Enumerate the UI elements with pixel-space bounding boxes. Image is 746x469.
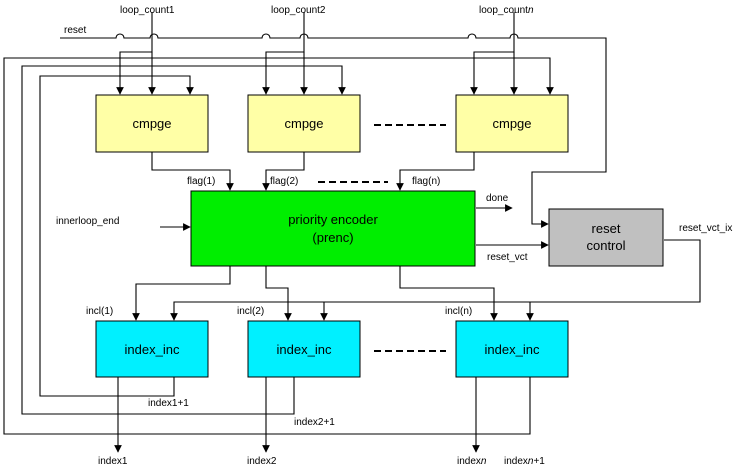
incln-wire	[399, 266, 498, 321]
index2-label: index2	[247, 456, 277, 467]
index-inc-block-2: index_inc	[247, 320, 361, 378]
innerloop-end-label: innerloop_end	[56, 216, 119, 227]
flagn-wire	[396, 152, 475, 191]
index1p1-feedback	[39, 75, 194, 397]
encoder-title: priority encoder	[288, 212, 378, 227]
loop-countn-wire-a	[470, 12, 515, 95]
flag1-label: flag(1)	[187, 176, 215, 187]
loop-count2-wire-a	[262, 12, 305, 95]
index1p1-label: index1+1	[148, 398, 189, 409]
cmpge-label-2: cmpge	[284, 116, 323, 131]
loop-count1-label: loop_count1	[120, 5, 175, 16]
index-inc-label-n: index_inc	[485, 342, 540, 357]
flag1-wire	[151, 152, 234, 191]
flag2-wire	[262, 152, 305, 191]
cmpge-block-1: cmpge	[95, 94, 209, 153]
labels: reset loop_count1 loop_count2 loop_count…	[56, 5, 732, 467]
index2p1-feedback	[21, 65, 346, 415]
loop-countn-label: loop_countn	[479, 5, 534, 16]
indexn-label: indexn	[457, 456, 487, 467]
index2p1-label: index2+1	[294, 417, 335, 428]
reset-control-title: reset	[592, 221, 621, 236]
reset-vct-ix-label: reset_vct_ix	[679, 223, 732, 234]
wires	[3, 12, 701, 453]
cmpge-label-1: cmpge	[132, 116, 171, 131]
done-label: done	[486, 193, 509, 204]
cmpge-block-n: cmpge	[455, 94, 569, 153]
flag2-label: flag(2)	[270, 176, 298, 187]
reset-vct-ix-wire	[170, 239, 701, 321]
flagn-label: flag(n)	[412, 176, 440, 187]
reset-control-block: reset control	[548, 208, 664, 267]
indexnp1-label: indexn+1	[504, 456, 545, 467]
index-inc-block-1: index_inc	[95, 320, 209, 378]
cmpge-block-2: cmpge	[247, 94, 361, 153]
reset-wire	[60, 33, 607, 228]
cmpge-label-n: cmpge	[492, 116, 531, 131]
encoder-subtitle: (prenc)	[312, 230, 353, 245]
incln-label: incl(n)	[445, 306, 472, 317]
incl2-wire	[265, 266, 292, 321]
index1-label: index1	[98, 456, 128, 467]
reset-label: reset	[64, 25, 86, 36]
index-inc-label-1: index_inc	[125, 342, 180, 357]
incl1-wire	[132, 266, 231, 321]
incl1-label: incl(1)	[86, 306, 113, 317]
loop-count2-label: loop_count2	[271, 5, 326, 16]
index-inc-block-n: index_inc	[455, 320, 569, 378]
priority-encoder-block: priority encoder (prenc)	[190, 190, 476, 267]
indexnp1-feedback	[3, 57, 554, 435]
reset-vct-label: reset_vct	[487, 252, 528, 263]
index-inc-label-2: index_inc	[277, 342, 332, 357]
loop-count1-wire-a	[120, 12, 153, 94]
reset-control-subtitle: control	[586, 238, 625, 253]
incl2-label: incl(2)	[237, 306, 264, 317]
